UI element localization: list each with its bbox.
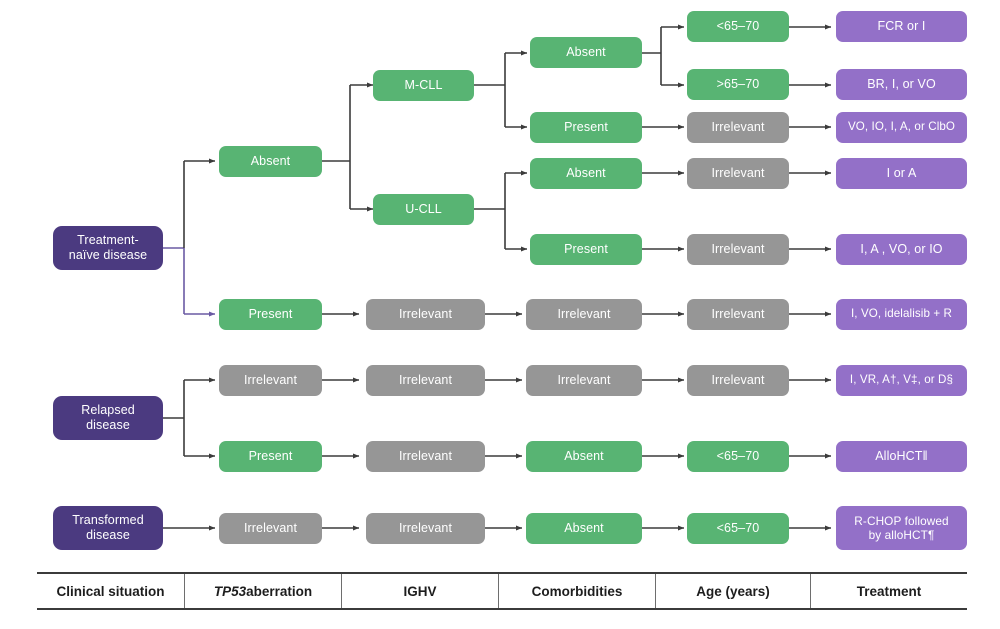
node-ighv-irrelevant-tn[interactable]: Irrelevant (366, 299, 485, 330)
node-age-irrelevant-ucll-present[interactable]: Irrelevant (687, 234, 789, 265)
node-tp53-present-relapsed[interactable]: Present (219, 441, 322, 472)
node-label: Treatment- naïve disease (68, 232, 148, 262)
node-treatment-fcr-or-i[interactable]: FCR or I (836, 11, 967, 42)
node-age-lt-65-70-transformed[interactable]: <65–70 (687, 513, 789, 544)
node-treatment-allohct[interactable]: AlloHCT‖ (836, 441, 967, 472)
node-comorbidity-absent-mcll[interactable]: Absent (530, 37, 642, 68)
node-ighv-m-cll[interactable]: M-CLL (373, 70, 474, 101)
node-treatment-rchop-then-allohct[interactable]: R-CHOP followed by alloHCT¶ (836, 506, 967, 550)
node-tp53-present[interactable]: Present (219, 299, 322, 330)
column-header-treatment: Treatment (856, 583, 922, 599)
node-comorbidity-absent-relapsed[interactable]: Absent (526, 441, 642, 472)
column-header-tp53-aberration: TP53 aberration (185, 574, 342, 608)
node-relapsed-disease[interactable]: Relapsed disease (53, 396, 163, 440)
node-tp53-irrelevant-transformed[interactable]: Irrelevant (219, 513, 322, 544)
node-tp53-irrelevant-relapsed[interactable]: Irrelevant (219, 365, 322, 396)
column-header-comorbidities: Comorbidities (499, 574, 656, 608)
node-treatment-i-vo-idelalisib-r[interactable]: I, VO, idelalisib + R (836, 299, 967, 330)
column-header-clinical-situation: Clinical situation (37, 574, 185, 608)
node-treatment-i-vr-a-v-or-d[interactable]: I, VR, A†, V‡, or D§ (836, 365, 967, 396)
node-tp53-absent[interactable]: Absent (219, 146, 322, 177)
node-treatment-i-a-vo-or-io[interactable]: I, A , VO, or IO (836, 234, 967, 265)
node-age-irrelevant-tn-present[interactable]: Irrelevant (687, 299, 789, 330)
node-age-gt-65-70-mcll[interactable]: >65–70 (687, 69, 789, 100)
tp53-gene-name: TP53 (213, 583, 247, 599)
node-ighv-irrelevant-relapsed-1[interactable]: Irrelevant (366, 365, 485, 396)
column-header-row: Clinical situation TP53 aberration IGHV … (37, 572, 967, 610)
node-comorbidity-present-mcll[interactable]: Present (530, 112, 642, 143)
column-header-age-years: Age (years) (656, 574, 811, 608)
node-label: Transformed disease (72, 512, 144, 542)
node-transformed-disease[interactable]: Transformed disease (53, 506, 163, 550)
node-age-lt-65-70-relapsed[interactable]: <65–70 (687, 441, 789, 472)
node-treatment-vo-io-i-a-or-clbo[interactable]: VO, IO, I, A, or ClbO (836, 112, 967, 143)
node-comorbidity-absent-transformed[interactable]: Absent (526, 513, 642, 544)
node-age-irrelevant-mcll-present[interactable]: Irrelevant (687, 112, 789, 143)
node-comorbidity-present-ucll[interactable]: Present (530, 234, 642, 265)
tp53-rest: aberration (246, 583, 313, 599)
node-treatment-br-i-or-vo[interactable]: BR, I, or VO (836, 69, 967, 100)
node-comorbidity-irrelevant-relapsed[interactable]: Irrelevant (526, 365, 642, 396)
node-label: Relapsed disease (81, 402, 135, 432)
node-treatment-naive-disease[interactable]: Treatment- naïve disease (53, 226, 163, 270)
node-age-lt-65-70-mcll[interactable]: <65–70 (687, 11, 789, 42)
node-ighv-irrelevant-transformed[interactable]: Irrelevant (366, 513, 485, 544)
node-age-irrelevant-ucll-absent[interactable]: Irrelevant (687, 158, 789, 189)
column-header-ighv: IGHV (342, 574, 499, 608)
node-label: R-CHOP followed by alloHCT¶ (854, 513, 949, 542)
node-ighv-irrelevant-relapsed-2[interactable]: Irrelevant (366, 441, 485, 472)
node-ighv-u-cll[interactable]: U-CLL (373, 194, 474, 225)
node-age-irrelevant-relapsed[interactable]: Irrelevant (687, 365, 789, 396)
node-comorbidity-absent-ucll[interactable]: Absent (530, 158, 642, 189)
node-treatment-i-or-a[interactable]: I or A (836, 158, 967, 189)
node-comorbidity-irrelevant-tn[interactable]: Irrelevant (526, 299, 642, 330)
